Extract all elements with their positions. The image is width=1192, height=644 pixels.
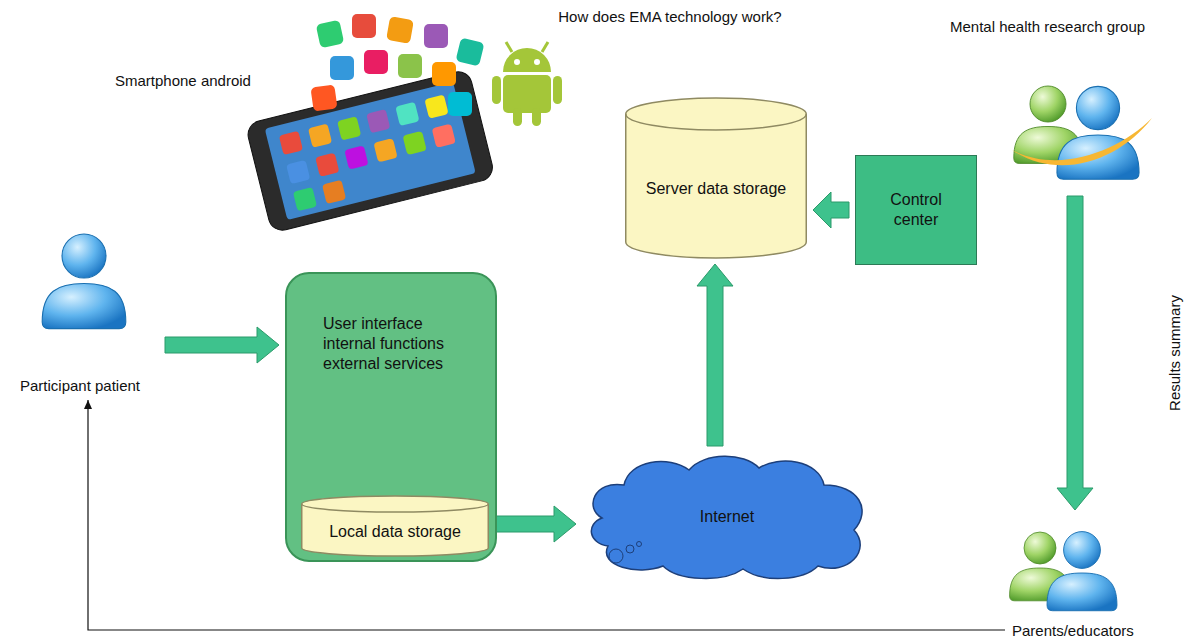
illustration-part bbox=[553, 76, 562, 104]
smartphone-icon bbox=[245, 14, 495, 233]
node-text: Control center bbox=[876, 190, 956, 230]
group-node: Mental health research group bbox=[945, 18, 1187, 190]
illustration-part bbox=[352, 14, 376, 38]
illustration-part bbox=[310, 84, 337, 111]
illustration-part bbox=[279, 131, 303, 155]
connector-line bbox=[88, 400, 1005, 630]
group-node: Parents/educators bbox=[1008, 516, 1158, 642]
illustration-part bbox=[62, 234, 106, 278]
group-icon bbox=[1010, 532, 1117, 611]
block-arrow bbox=[1057, 196, 1093, 510]
illustration-part bbox=[386, 16, 414, 44]
group-icon bbox=[1012, 86, 1152, 179]
cylinder-outline bbox=[625, 98, 807, 258]
block-arrow bbox=[165, 327, 279, 363]
illustration-part bbox=[1024, 532, 1056, 564]
cloud-bubble bbox=[637, 542, 642, 547]
arrow-head bbox=[84, 400, 92, 409]
illustration-part bbox=[1064, 532, 1101, 569]
illustration-part bbox=[330, 56, 354, 80]
illustration-part bbox=[366, 109, 390, 133]
android-icon bbox=[492, 42, 562, 126]
illustration-part bbox=[1057, 86, 1139, 179]
illustration-part bbox=[403, 131, 427, 155]
illustration-part bbox=[344, 145, 368, 169]
control-box: Control center bbox=[855, 155, 977, 265]
illustration-part bbox=[337, 116, 361, 140]
illustration-part bbox=[532, 108, 541, 126]
edge-label: Results summary bbox=[1166, 293, 1184, 413]
illustration-part bbox=[265, 82, 476, 220]
illustration-part bbox=[513, 108, 522, 126]
illustration-part bbox=[395, 102, 419, 126]
storage-cylinder: Server data storage bbox=[625, 98, 807, 258]
image-label: Smartphone android bbox=[115, 72, 251, 90]
diagram-title: How does EMA technology work? bbox=[470, 8, 870, 26]
internet-cloud: Internet bbox=[582, 452, 872, 582]
cloud-shape bbox=[591, 456, 862, 578]
illustration-part bbox=[424, 24, 448, 48]
cylinder-rim bbox=[626, 114, 807, 130]
node-text: Mental health research group bbox=[950, 18, 1145, 37]
illustration-part bbox=[373, 138, 397, 162]
illustration-part bbox=[293, 187, 317, 211]
illustration-part bbox=[1047, 532, 1117, 611]
illustration-part bbox=[316, 20, 344, 48]
person-icon bbox=[42, 234, 126, 329]
illustration-part bbox=[534, 59, 540, 65]
illustration-part bbox=[492, 76, 501, 104]
illustration-part bbox=[432, 124, 456, 148]
storage-cylinder: Local data storage bbox=[301, 496, 489, 556]
illustration-part bbox=[514, 59, 520, 65]
node-text: Internet bbox=[700, 507, 754, 527]
cylinder-body bbox=[626, 98, 807, 258]
block-arrow bbox=[697, 264, 733, 446]
illustration-part bbox=[245, 69, 495, 233]
illustration-part bbox=[322, 180, 346, 204]
illustration-part bbox=[506, 42, 512, 52]
cloud-bubble bbox=[626, 545, 634, 553]
app-box: User interface internal functions extern… bbox=[285, 272, 497, 562]
illustration-part bbox=[542, 42, 548, 52]
illustration-part bbox=[308, 124, 332, 148]
illustration-part bbox=[286, 160, 310, 184]
person-node: Participant patient bbox=[5, 225, 159, 397]
block-arrow bbox=[813, 192, 849, 228]
illustration-part bbox=[398, 54, 422, 78]
illustration-part bbox=[245, 69, 495, 233]
node-text: Server data storage bbox=[646, 179, 787, 199]
cloud-bubble bbox=[609, 549, 623, 563]
node-text: User interface internal functions extern… bbox=[323, 314, 473, 374]
illustration-part bbox=[1047, 573, 1117, 611]
illustration-part bbox=[315, 153, 339, 177]
node-text: Participant patient bbox=[5, 377, 155, 396]
node-text: Parents/educators bbox=[1012, 622, 1134, 641]
block-arrow bbox=[495, 506, 576, 542]
cylinder-body bbox=[302, 496, 489, 556]
illustration-part bbox=[364, 50, 388, 74]
illustration-part bbox=[424, 95, 448, 119]
illustration-part bbox=[448, 92, 472, 116]
illustration-part bbox=[42, 284, 126, 329]
node-text: Local data storage bbox=[329, 522, 461, 542]
illustration-part bbox=[1012, 118, 1152, 165]
illustration-part bbox=[455, 37, 484, 66]
cylinder-rim bbox=[302, 504, 489, 512]
illustration-part bbox=[1030, 86, 1066, 122]
illustration-part bbox=[503, 75, 551, 113]
illustration-part bbox=[432, 62, 456, 86]
return-arrow bbox=[84, 400, 1005, 630]
illustration-part bbox=[1076, 86, 1119, 129]
